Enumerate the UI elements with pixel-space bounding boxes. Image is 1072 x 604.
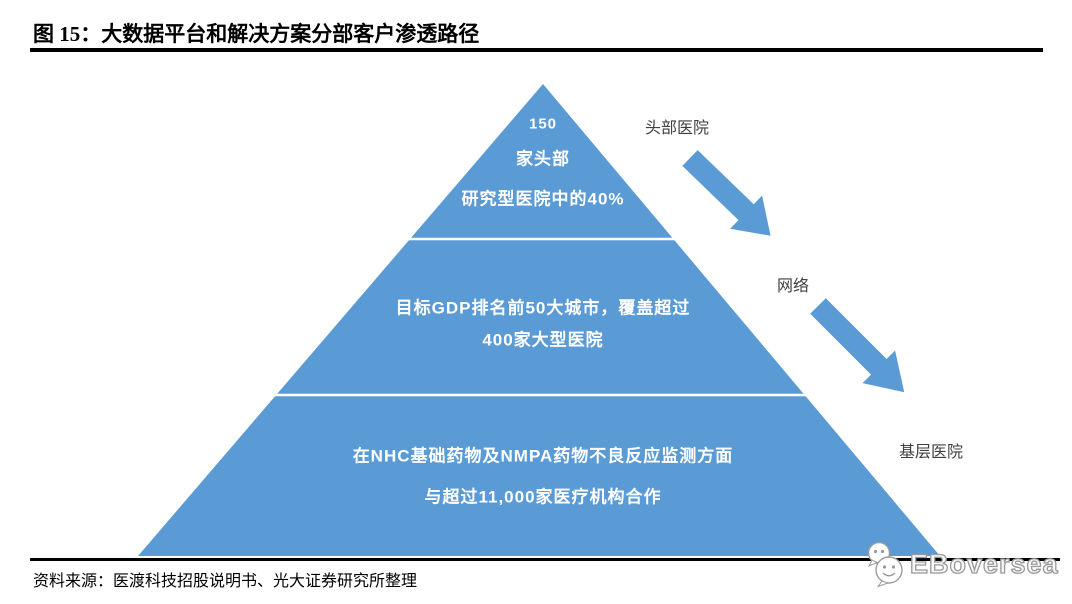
brand-logo-text: EBoversea [909,548,1059,579]
tier3-line2: 与超过11,000家医疗机构合作 [424,487,662,507]
footer-rule [30,558,1060,561]
tier1-line3: 研究型医院中的40% [461,189,625,209]
tier2-line1: 目标GDP排名前50大城市，覆盖超过 [395,298,691,318]
brand-logo: EBoversea [862,538,1059,590]
wechat-bubbles-icon [867,541,903,588]
figure-title: 图 15：大数据平台和解决方案分部客户渗透路径 [33,22,480,46]
tier2-line2: 400家大型医院 [482,330,604,350]
tier3-line1: 在NHC基础药物及NMPA药物不良反应监测方面 [352,446,734,466]
title-underline-rule [30,48,1043,52]
tier1-line2: 家头部 [516,149,570,169]
stage-label-network: 网络 [776,278,810,295]
down-right-arrow-icon [810,298,905,393]
stage-label-grassroots-hospitals: 基层医院 [898,444,964,461]
tier1-line1: 150 [528,115,558,133]
pyramid-shape [138,84,940,556]
down-right-arrow-icon [682,150,771,236]
stage-label-head-hospitals: 头部医院 [644,120,710,137]
source-note: 资料来源：医渡科技招股说明书、光大证券研究所整理 [33,573,418,590]
